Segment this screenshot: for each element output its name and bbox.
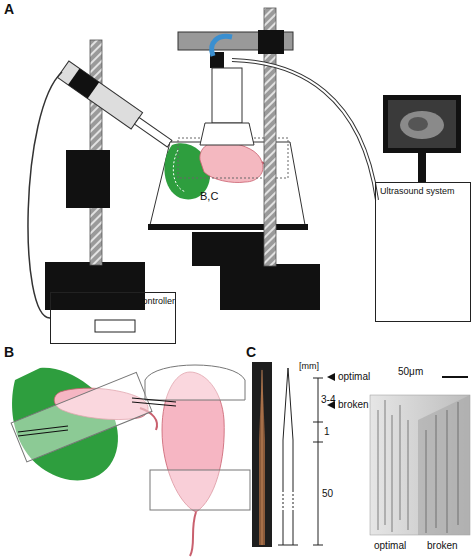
streak — [426, 430, 427, 533]
marker-label: broken — [338, 399, 369, 410]
needle-photo — [252, 362, 272, 547]
stand-base — [220, 264, 320, 310]
controller-box: MicroSyringe Pump Controller — [50, 292, 176, 344]
micrograph-streaks — [378, 400, 458, 533]
needle — [18, 430, 68, 436]
panel-letter: B — [4, 345, 14, 360]
needle-outline — [283, 368, 293, 545]
ultrasound-image — [400, 111, 444, 139]
pump-cable — [28, 72, 62, 318]
dimension-line — [318, 378, 319, 545]
micrograph-broken-region — [418, 395, 470, 535]
needle — [132, 402, 176, 406]
image-label: optimal — [374, 540, 406, 551]
image-label: broken — [427, 540, 458, 551]
embryo-tail — [190, 512, 196, 556]
needle-break — [283, 490, 293, 510]
streak — [436, 415, 437, 528]
dimension-tick — [313, 545, 323, 546]
dimension-value: 1 — [324, 426, 330, 437]
streak — [408, 420, 409, 530]
streak — [447, 410, 448, 533]
probe-head — [200, 123, 254, 145]
unit-label: [mm] — [299, 362, 319, 372]
panel-letter: C — [246, 345, 256, 360]
ultrasound-system-box: Ultrasound system — [375, 182, 471, 322]
embryo — [200, 141, 263, 183]
marker-triangle — [327, 373, 335, 381]
streak — [392, 415, 393, 532]
needle-photo-glass — [259, 368, 265, 545]
yolk-outline — [173, 150, 186, 192]
monitor — [383, 95, 461, 153]
streak — [385, 400, 386, 525]
node-label: Ultrasound system — [376, 183, 470, 200]
scale-label: 50μm — [398, 366, 423, 377]
probe-cable — [232, 60, 377, 200]
platform-shelf — [148, 224, 308, 230]
panel-letter: A — [4, 2, 14, 17]
dimension-tick — [313, 442, 323, 443]
marker-label: optimal — [338, 371, 370, 382]
scale-bar — [442, 376, 468, 378]
stage-block — [192, 232, 270, 266]
streak — [458, 402, 459, 525]
dimension-value: 3-4 — [321, 394, 335, 405]
probe-footprint — [150, 470, 250, 510]
pump-body — [57, 61, 142, 129]
monitor-screen — [388, 100, 456, 148]
dimension-tick — [313, 422, 323, 423]
stand-clamp — [66, 150, 110, 208]
micrograph — [370, 395, 470, 535]
syringe-barrel — [135, 118, 172, 147]
dimension-value: 50 — [322, 488, 333, 499]
probe-footprint-rect — [11, 372, 152, 462]
needle — [132, 398, 176, 402]
pump-block — [68, 68, 99, 98]
panel-reference: B,C — [200, 190, 218, 202]
needle-end — [278, 545, 298, 546]
arm-clamp — [258, 30, 284, 54]
streak — [378, 410, 379, 530]
node-label: MicroSyringe Pump Controller — [51, 293, 175, 310]
monitor-stand — [418, 153, 426, 182]
probe-body — [212, 68, 242, 123]
dimension-tick — [313, 378, 323, 379]
probe-footprint — [11, 372, 152, 462]
probe-footprint — [145, 365, 245, 400]
streak — [400, 405, 401, 520]
ultrasound-image-core — [408, 117, 428, 131]
needle-photo-core — [262, 370, 263, 545]
probe-cable-core — [232, 60, 377, 200]
probe-cable-blue — [212, 36, 232, 56]
controller-display — [95, 320, 135, 332]
